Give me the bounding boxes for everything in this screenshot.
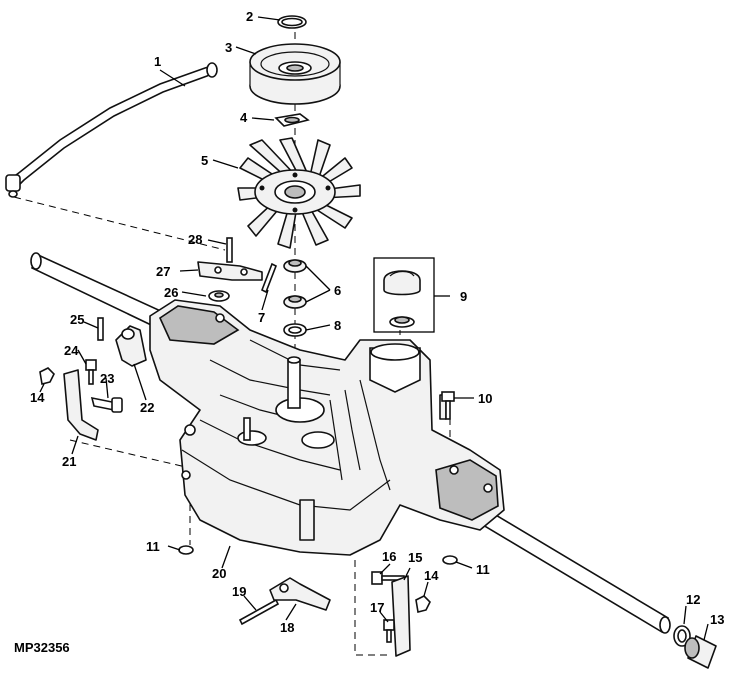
- brake-lever: [269, 577, 331, 611]
- callout-26: 26: [164, 285, 178, 300]
- callout-19: 19: [232, 584, 246, 599]
- figure-reference-id: MP32356: [14, 640, 70, 655]
- shift-rod: [5, 62, 218, 198]
- fasteners: [39, 359, 458, 643]
- callout-10: 10: [478, 391, 492, 406]
- callout-27: 27: [156, 264, 170, 279]
- pins: [97, 237, 278, 341]
- axle-collar: [673, 625, 691, 647]
- callout-8: 8: [334, 318, 341, 333]
- callout-3: 3: [225, 40, 232, 55]
- callout-14-left: 14: [30, 390, 45, 405]
- leader-lines: [39, 16, 709, 641]
- cooling-fan: [237, 137, 361, 249]
- callout-2: 2: [246, 9, 253, 24]
- callout-11-left: 11: [146, 539, 160, 554]
- mounting-bracket-right: [391, 575, 411, 657]
- callout-1: 1: [154, 54, 161, 69]
- callout-6: 6: [334, 283, 341, 298]
- transaxle-housing: [149, 299, 505, 556]
- axle-bushing: [684, 635, 717, 669]
- shift-arm: [197, 261, 263, 302]
- key: [274, 113, 310, 127]
- brake-bracket: [115, 325, 147, 367]
- callout-22: 22: [140, 400, 154, 415]
- callout-15: 15: [408, 550, 422, 565]
- callout-21: 21: [62, 454, 76, 469]
- callout-13: 13: [710, 612, 724, 627]
- callout-28: 28: [188, 232, 202, 247]
- callout-7: 7: [258, 310, 265, 325]
- pulley: [249, 43, 341, 105]
- callout-20: 20: [212, 566, 226, 581]
- callout-9: 9: [460, 289, 467, 304]
- callout-4: 4: [240, 110, 248, 125]
- callout-24: 24: [64, 343, 79, 358]
- callout-25: 25: [70, 312, 84, 327]
- mounting-bracket-left: [63, 369, 99, 441]
- snap-ring: [277, 15, 307, 29]
- right-axle: [476, 506, 671, 634]
- callout-17: 17: [370, 600, 384, 615]
- callout-labels: 1 2 3 4 5 6 7 8 9 10 11 11 12 13 14 14 1…: [30, 9, 724, 635]
- callout-11-right: 11: [476, 562, 490, 577]
- callout-23: 23: [100, 371, 114, 386]
- oil-fill-cap-box: [373, 257, 435, 333]
- callout-16: 16: [382, 549, 396, 564]
- callout-5: 5: [201, 153, 208, 168]
- callout-18: 18: [280, 620, 294, 635]
- callout-12: 12: [686, 592, 700, 607]
- retaining-clip: [283, 323, 307, 337]
- callout-14-right: 14: [424, 568, 439, 583]
